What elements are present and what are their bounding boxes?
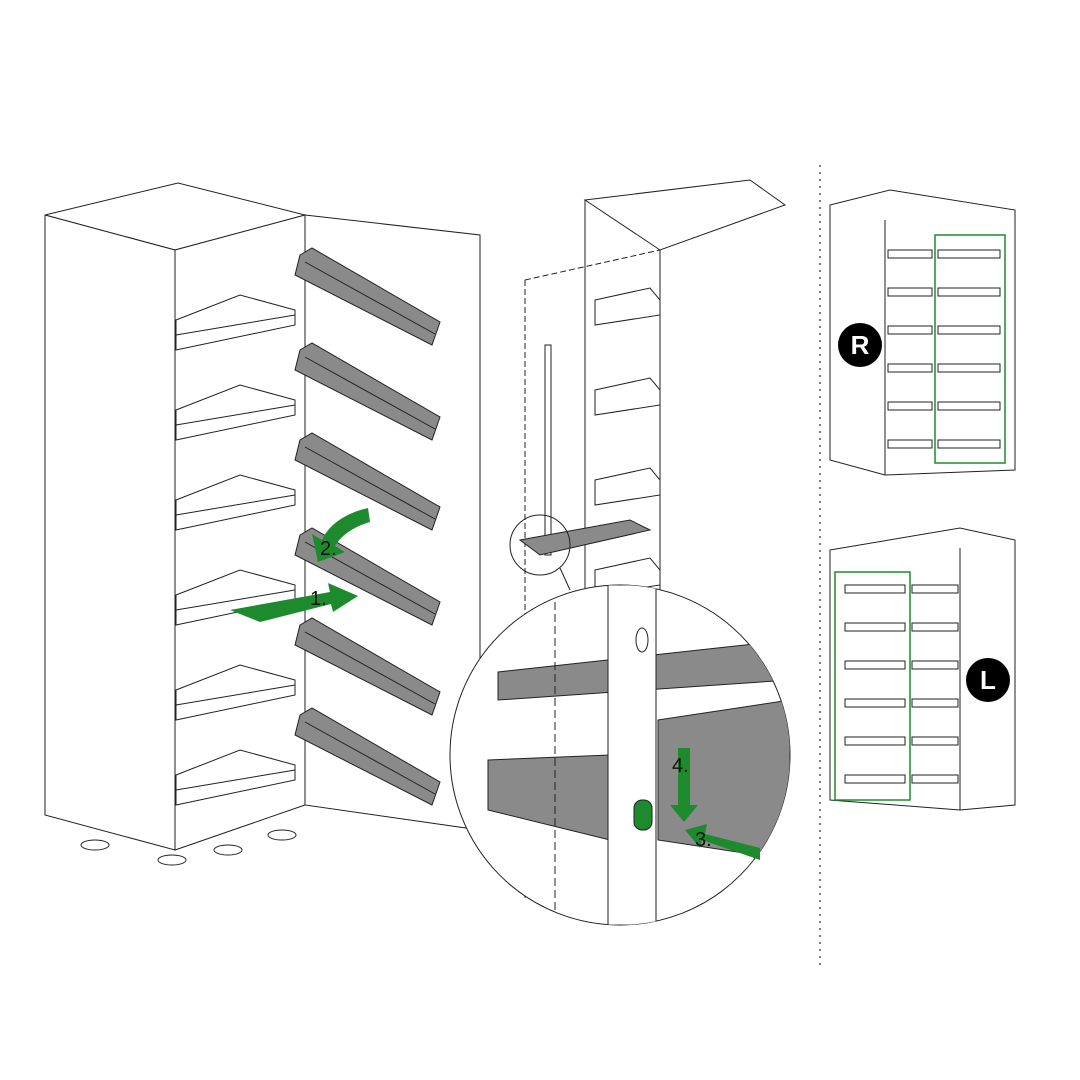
- mini-shelf: [844, 736, 906, 746]
- mini-shelf: [911, 774, 959, 784]
- step4-label: 4.: [672, 755, 689, 777]
- mini-cabinet-right: [829, 189, 1016, 476]
- mini-cabinet-left: [829, 527, 1016, 811]
- mini-shelf: [937, 249, 1001, 259]
- mini-shelf: [887, 363, 933, 373]
- cabinet-foot: [267, 829, 297, 841]
- mini-shelf: [911, 698, 959, 708]
- cabinet-foot: [80, 839, 110, 851]
- cabinet-foot: [157, 854, 187, 866]
- arrow-step4-icon: [670, 748, 698, 822]
- cabinet-foot: [213, 844, 243, 856]
- middle-cabinet: [509, 179, 787, 900]
- mini-shelf: [887, 287, 933, 297]
- mini-shelf: [911, 736, 959, 746]
- shelf-basket: [175, 384, 296, 441]
- mini-shelf: [911, 584, 959, 594]
- mini-shelf: [937, 439, 1001, 449]
- shelf-basket: [175, 749, 296, 806]
- mini-shelf: [911, 622, 959, 632]
- shelf-basket: [594, 467, 661, 506]
- mini-shelf: [844, 698, 906, 708]
- magnified-detail: [449, 584, 791, 926]
- step1-label: 1.: [310, 588, 327, 610]
- step2-label: 2.: [320, 538, 337, 560]
- mini-shelf: [844, 660, 906, 670]
- mini-shelf: [844, 622, 906, 632]
- shelf-basket: [594, 377, 661, 416]
- detail-callout-small: [509, 514, 571, 576]
- mini-shelf: [937, 325, 1001, 335]
- mini-shelf: [887, 325, 933, 335]
- shelf-basket: [175, 569, 296, 626]
- badge-left: L: [966, 658, 1010, 702]
- shelf-basket: [175, 474, 296, 531]
- arrow-step3-icon: [685, 824, 760, 860]
- badge-right-label: R: [851, 330, 870, 360]
- shelf-basket: [175, 664, 296, 721]
- mini-shelf: [937, 401, 1001, 411]
- mini-shelf: [911, 660, 959, 670]
- mini-shelf: [887, 249, 933, 259]
- shelf-basket: [175, 294, 296, 351]
- arrow-step2-icon: [312, 508, 370, 562]
- mini-shelf: [937, 287, 1001, 297]
- mini-shelf: [937, 363, 1001, 373]
- shelf-basket: [594, 287, 661, 326]
- step3-label: 3.: [695, 829, 712, 851]
- mini-shelf: [887, 401, 933, 411]
- mini-shelf: [887, 439, 933, 449]
- mini-shelf: [844, 584, 906, 594]
- left-cabinet: [44, 182, 481, 866]
- arrow-step1-icon: [230, 583, 358, 622]
- badge-left-label: L: [980, 665, 996, 695]
- badge-right: R: [838, 323, 882, 367]
- mini-shelf: [844, 774, 906, 784]
